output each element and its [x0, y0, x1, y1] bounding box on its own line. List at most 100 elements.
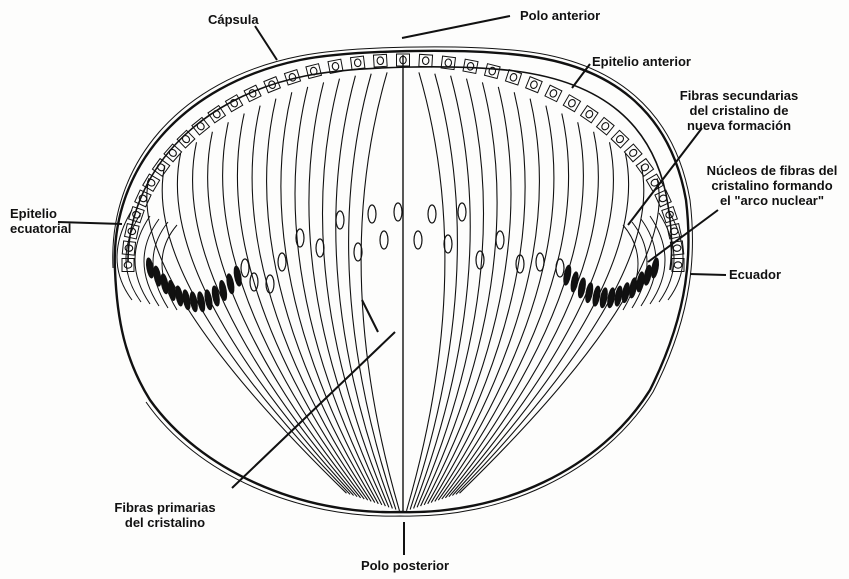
epithelium-cell-nucleus	[377, 57, 384, 65]
epithelium-cell-nucleus	[445, 59, 452, 67]
fiber-line	[460, 178, 660, 493]
equatorial-fiber-arc	[153, 222, 168, 308]
epithelium-cell-nucleus	[229, 98, 238, 108]
epithelium-cell	[485, 64, 501, 79]
fiber-nucleus	[380, 231, 388, 249]
label-ecuador: Ecuador	[729, 267, 781, 282]
fiber-line	[349, 74, 396, 510]
label-capsula: Cápsula	[208, 12, 259, 27]
fiber-nucleus	[226, 273, 235, 294]
epithelium-cell-nucleus	[422, 57, 429, 65]
epithelium-cell-nucleus	[196, 121, 206, 131]
epithelium-cell	[563, 95, 580, 112]
epithelium-cell-wall	[611, 130, 629, 148]
fiber-nucleus	[218, 280, 227, 301]
pointer-fibras-primarias	[232, 332, 395, 488]
epithelium-cell-wall	[581, 106, 599, 123]
label-polo-posterior: Polo posterior	[340, 558, 470, 573]
fiber-nucleus	[458, 203, 466, 221]
fiber-line	[237, 114, 367, 501]
epithelium-cell-wall	[373, 54, 387, 67]
fiber-nucleus	[368, 205, 376, 223]
epithelium-cell-nucleus	[124, 262, 132, 268]
label-fibras-primarias: Fibras primarias del cristalino	[100, 500, 230, 530]
epithelium-cell-wall	[485, 64, 501, 79]
epithelium-cell-nucleus	[332, 62, 340, 71]
fiber-line	[267, 99, 375, 503]
epithelium-cell-wall	[419, 54, 433, 67]
fiber-nucleus	[241, 259, 249, 277]
fiber-line	[162, 165, 350, 494]
epithelium-cell-nucleus	[628, 148, 638, 158]
epithelium-cell-nucleus	[212, 109, 222, 119]
fiber-nucleus	[476, 251, 484, 269]
fiber-nucleus	[336, 211, 344, 229]
epithelium-cell-nucleus	[288, 73, 296, 82]
fiber-nucleus	[316, 239, 324, 257]
epithelium-cell-wall	[563, 95, 580, 112]
epithelium-cell	[611, 130, 629, 148]
epithelium-cell	[667, 224, 682, 239]
fiber-nucleus	[570, 272, 579, 293]
fiber-line	[223, 122, 365, 499]
epithelium-cell-nucleus	[600, 121, 610, 131]
epithelium-cell-wall	[526, 77, 543, 93]
epithelium-cell	[636, 159, 653, 177]
epithelium-cell-nucleus	[354, 59, 361, 67]
epithelium-cell-nucleus	[640, 163, 650, 173]
label-polo-anterior: Polo anterior	[520, 8, 600, 23]
epithelium-cell-nucleus	[168, 148, 178, 158]
fiber-line	[421, 82, 497, 506]
fiber-line	[424, 87, 511, 505]
label-fibras-secundarias: Fibras secundarias del cristalino de nue…	[674, 88, 804, 133]
label-nucleos-fibras: Núcleos de fibras del cristalino formand…	[698, 163, 846, 208]
label-epitelio-anterior: Epitelio anterior	[592, 54, 691, 69]
fiber-line	[442, 122, 584, 499]
fiber-nucleus	[394, 203, 402, 221]
label-epitelio-ecuatorial: Epitelio ecuatorial	[10, 206, 71, 236]
epithelium-cell	[596, 117, 614, 135]
epithelium-cell-nucleus	[615, 134, 625, 144]
fiber-line	[309, 82, 385, 506]
epithelium-cell	[581, 106, 599, 123]
fiber-nucleus	[278, 253, 286, 271]
epithelium-cell	[463, 59, 478, 73]
epithelium-cell-nucleus	[467, 62, 475, 71]
epithelium-cell-nucleus	[549, 89, 558, 99]
fiber-line	[449, 142, 614, 497]
epithelium-cell-nucleus	[181, 134, 191, 144]
epithelium-cell-wall	[636, 159, 653, 177]
epithelium-cell	[526, 77, 543, 93]
epithelium-cell-nucleus	[509, 73, 517, 82]
fiber-line	[295, 87, 382, 505]
epithelium-cell-wall	[306, 64, 322, 79]
epithelium-cell	[373, 54, 387, 67]
epithelium-cell-nucleus	[673, 245, 681, 252]
epithelium-cell-nucleus	[585, 109, 595, 119]
fiber-nucleus	[428, 205, 436, 223]
fiber-line	[193, 142, 358, 497]
epithelium-cell	[545, 85, 562, 101]
epithelium-cell-nucleus	[674, 262, 682, 268]
fiber-line	[456, 165, 644, 494]
epithelium-cell-nucleus	[530, 80, 539, 89]
epithelium-cell-wall	[351, 56, 365, 70]
epithelium-cell-nucleus	[567, 98, 576, 108]
fiber-nucleus	[536, 253, 544, 271]
fiber-line	[438, 114, 568, 501]
fiber-nucleus	[607, 287, 616, 308]
fiber-nucleus	[556, 259, 564, 277]
epithelium-cell	[306, 64, 322, 79]
pointer-ecuador	[690, 274, 726, 275]
epithelium-cell	[655, 190, 671, 207]
epithelium-cell-wall	[655, 190, 671, 207]
fiber-line	[431, 99, 539, 503]
fiber-line	[445, 132, 598, 498]
fiber-nucleus	[414, 231, 422, 249]
epithelium-cell-wall	[545, 85, 562, 101]
epithelium-cell	[419, 54, 433, 67]
pointer-capsula	[255, 26, 277, 60]
fiber-nucleus	[189, 291, 198, 312]
pointer-polo-anterior	[402, 16, 510, 38]
